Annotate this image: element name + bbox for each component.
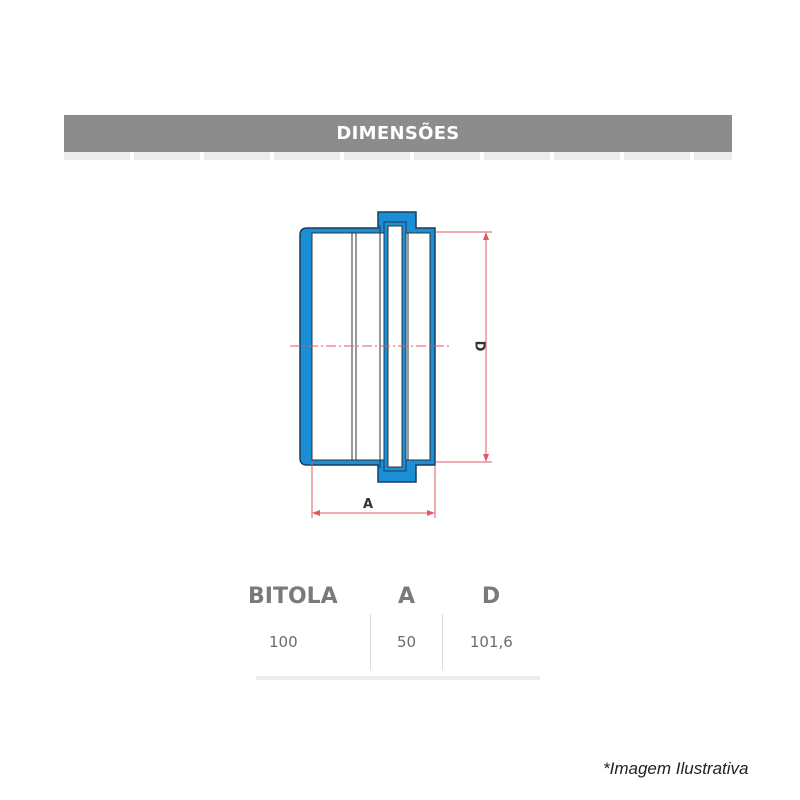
cell-d: 101,6 [469,633,513,651]
table-row: 100 50 101,6 [248,614,540,670]
column-header-a: A [397,583,416,609]
dimension-a-arrow-left [312,510,320,516]
dimension-d-arrow-bottom [483,454,489,462]
section-header: DIMENSÕES [64,115,732,152]
dimension-a-arrow-right [427,510,435,516]
header-divider [64,152,732,160]
column-header-bitola: BITOLA [248,583,338,609]
cell-a: 50 [370,614,443,670]
table-bottom-border [256,676,540,680]
cell-bitola: 100 [269,633,298,651]
table-header-row: BITOLA A D [248,578,540,614]
dimension-d-label: D [472,341,487,352]
dimension-a-label: A [363,497,373,512]
column-header-d: D [481,583,501,609]
dimension-d-arrow-top [483,232,489,240]
dimensions-table: BITOLA A D 100 50 101,6 [248,578,540,670]
section-title: DIMENSÕES [336,123,460,144]
illustrative-image-note: *Imagem Ilustrativa [603,759,749,778]
